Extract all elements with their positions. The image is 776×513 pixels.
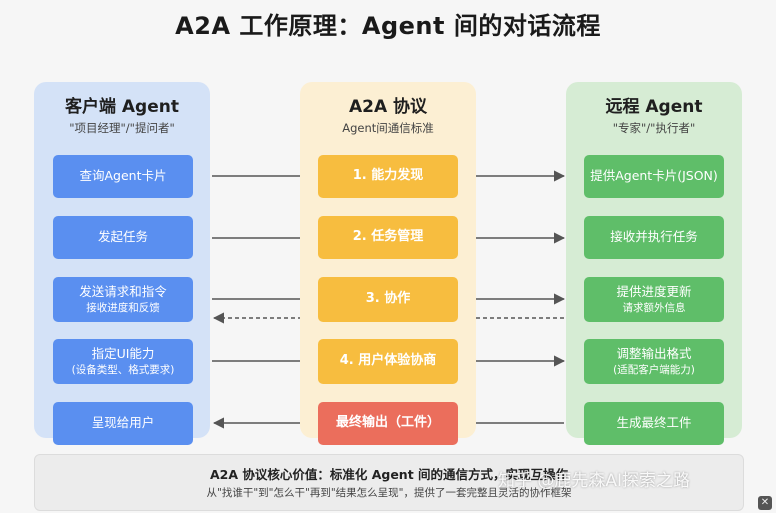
remote-box-progress-update: 提供进度更新 请求额外信息 xyxy=(584,277,724,322)
client-box-line: 查询Agent卡片 xyxy=(79,168,167,184)
protocol-box-label: 2. 任务管理 xyxy=(352,229,424,245)
remote-box-adjust-format: 调整输出格式 (适配客户端能力) xyxy=(584,339,724,384)
remote-agent-heading: 远程 Agent xyxy=(605,97,703,117)
remote-box-subline: (适配客户端能力) xyxy=(613,363,695,376)
client-agent-heading: 客户端 Agent xyxy=(64,97,179,117)
remote-agent-subtitle: "专家"/"执行者" xyxy=(612,121,696,135)
client-box-query-card: 查询Agent卡片 xyxy=(53,155,193,198)
protocol-heading: A2A 协议 xyxy=(348,97,428,117)
remote-agent-column: 远程 Agent "专家"/"执行者" xyxy=(566,82,742,438)
protocol-column: A2A 协议 Agent间通信标准 xyxy=(300,82,476,438)
page-title: A2A 工作原理：Agent 间的对话流程 xyxy=(175,12,601,40)
remote-box-subline: 请求额外信息 xyxy=(622,301,686,314)
core-value-footer: A2A 协议核心价值：标准化 Agent 间的通信方式，实现互操作 从"找谁干"… xyxy=(34,454,744,511)
remote-box-provide-card: 提供Agent卡片(JSON) xyxy=(584,155,724,198)
remote-box-execute-task: 接收并执行任务 xyxy=(584,216,724,259)
resize-corner-icon[interactable]: ✕ xyxy=(758,496,772,510)
client-box-line: 呈现给用户 xyxy=(91,415,155,431)
client-box-subline: 接收进度和反馈 xyxy=(86,301,160,314)
watermark: 知乎 @鹿先森AI探索之路 xyxy=(498,471,691,491)
protocol-box-collaboration: 3. 协作 xyxy=(318,277,458,322)
remote-box-line: 接收并执行任务 xyxy=(610,229,698,245)
footer-main-text: A2A 协议核心价值：标准化 Agent 间的通信方式，实现互操作 xyxy=(209,467,569,482)
client-box-line: 指定UI能力 xyxy=(91,345,155,361)
remote-box-line: 提供进度更新 xyxy=(616,283,692,299)
remote-box-generate-artifact: 生成最终工件 xyxy=(584,402,724,445)
protocol-box-label: 最终输出（工件） xyxy=(335,415,440,431)
client-box-line: 发送请求和指令 xyxy=(79,283,167,299)
client-box-line: 发起任务 xyxy=(97,229,148,245)
remote-box-line: 生成最终工件 xyxy=(616,415,692,431)
protocol-box-ux-negotiation: 4. 用户体验协商 xyxy=(318,339,458,384)
client-box-present-user: 呈现给用户 xyxy=(53,402,193,445)
remote-box-line: 提供Agent卡片(JSON) xyxy=(590,168,718,184)
protocol-box-label: 4. 用户体验协商 xyxy=(339,353,437,369)
protocol-box-label: 1. 能力发现 xyxy=(352,168,424,184)
client-agent-column: 客户端 Agent "项目经理"/"提问者" xyxy=(34,82,210,438)
protocol-box-label: 3. 协作 xyxy=(365,291,411,307)
protocol-box-final-output: 最终输出（工件） xyxy=(318,402,458,445)
protocol-subtitle: Agent间通信标准 xyxy=(342,121,434,135)
protocol-box-task-management: 2. 任务管理 xyxy=(318,216,458,259)
protocol-box-capability-discovery: 1. 能力发现 xyxy=(318,155,458,198)
client-box-send-request: 发送请求和指令 接收进度和反馈 xyxy=(53,277,193,322)
client-agent-subtitle: "项目经理"/"提问者" xyxy=(69,121,175,135)
remote-box-line: 调整输出格式 xyxy=(616,345,692,361)
client-box-ui-capability: 指定UI能力 (设备类型、格式要求) xyxy=(53,339,193,384)
client-box-start-task: 发起任务 xyxy=(53,216,193,259)
client-box-subline: (设备类型、格式要求) xyxy=(71,363,175,376)
footer-sub-text: 从"找谁干"到"怎么干"再到"结果怎么呈现"，提供了一套完整且灵活的协作框架 xyxy=(206,487,572,499)
